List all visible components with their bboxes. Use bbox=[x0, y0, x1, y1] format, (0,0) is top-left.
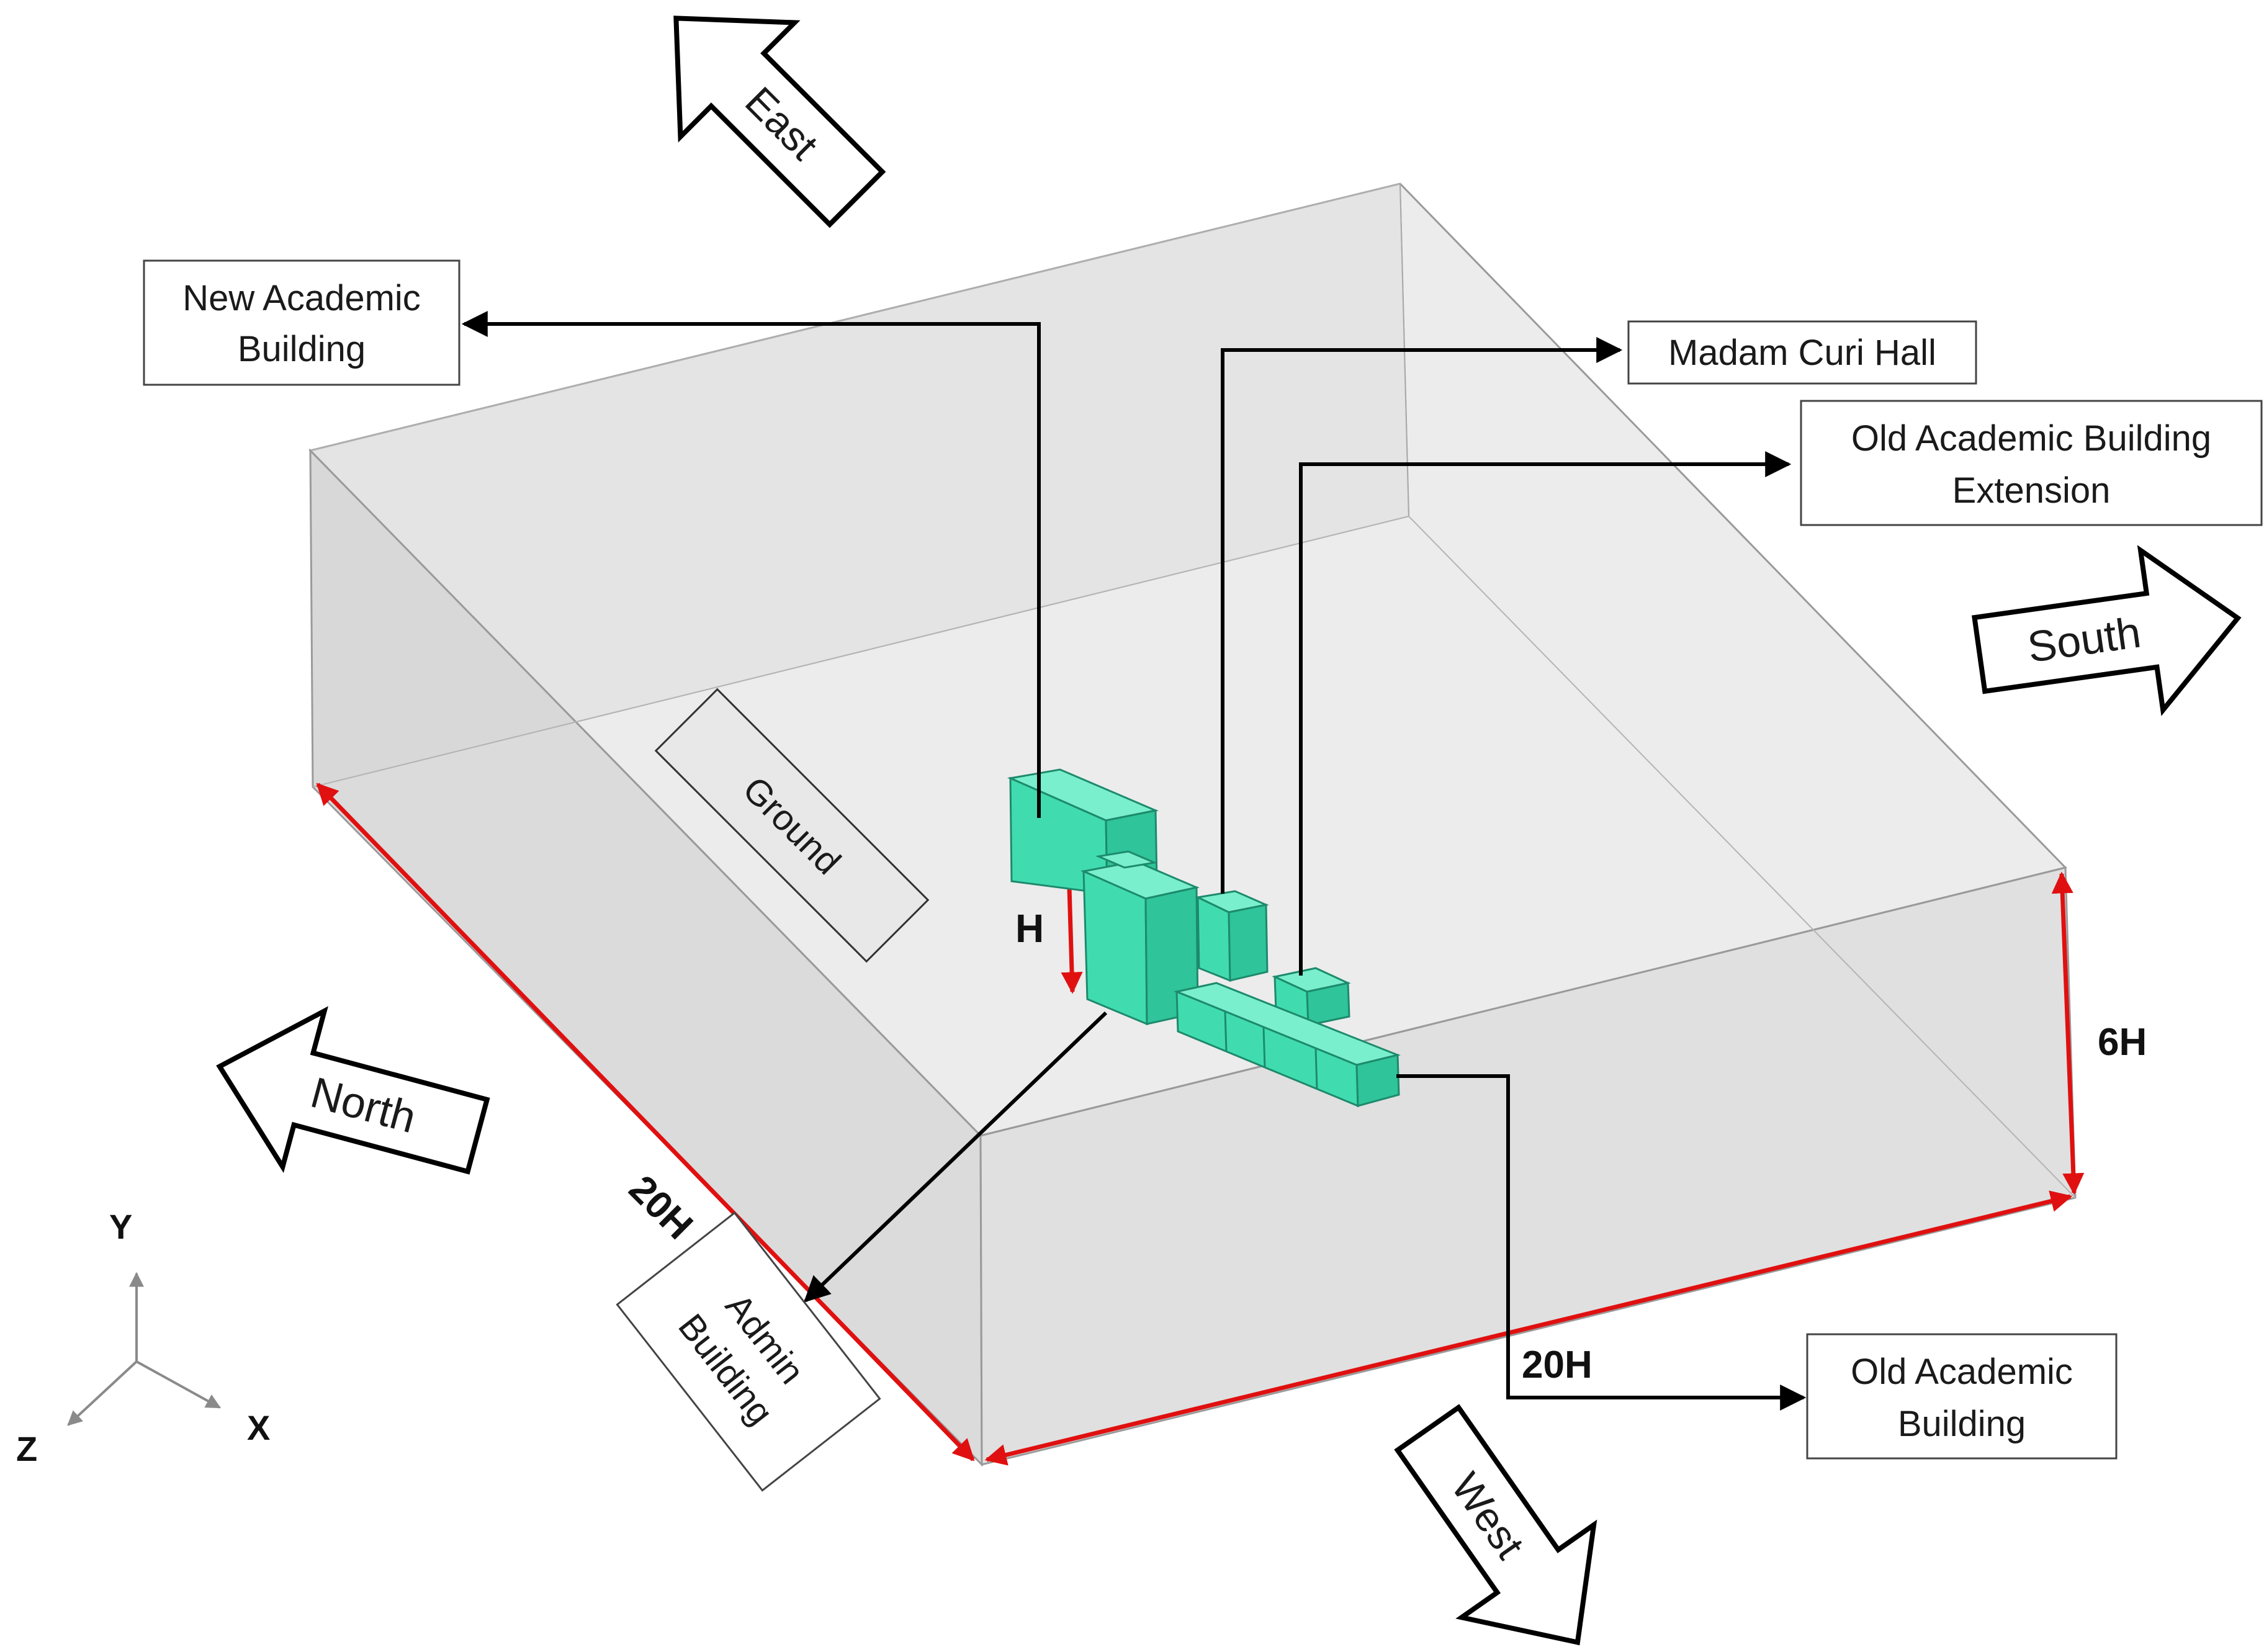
dim-20h-right-line bbox=[984, 1190, 2073, 1466]
dim-20h-right-label: 20H bbox=[1522, 1344, 1592, 1386]
label-old-ext: Old Academic Building Extension bbox=[1800, 400, 2263, 526]
label-box-madam-curi bbox=[1627, 320, 1977, 385]
label-ground: Ground bbox=[654, 688, 930, 963]
axis-y-label: Y bbox=[109, 1207, 132, 1246]
label-box-admin bbox=[616, 1211, 881, 1492]
old-academic-side bbox=[1355, 1054, 1400, 1107]
axis-z-label: Z bbox=[16, 1429, 37, 1468]
box-hidden-edge-3 bbox=[312, 516, 1409, 788]
label-old-academic-line1: Old Academic bbox=[1851, 1352, 2073, 1392]
leader-lines bbox=[461, 311, 1807, 1411]
arrow-north-shape bbox=[216, 1006, 490, 1175]
leader-old-ext bbox=[1299, 451, 1792, 976]
admin-tower-roof-detail bbox=[1095, 850, 1158, 869]
old-ext-side bbox=[1306, 982, 1350, 1026]
box-hidden-edge-2 bbox=[1408, 516, 2076, 1198]
leader-madam-curi bbox=[1221, 337, 1623, 894]
label-new-academic: New Academic Building bbox=[143, 259, 460, 386]
leader-old-academic bbox=[1396, 1074, 1807, 1411]
arrow-east: East bbox=[673, 16, 886, 228]
label-box-new-academic bbox=[143, 259, 460, 386]
label-old-ext-line2: Extension bbox=[1952, 470, 2111, 511]
dim-6h-line bbox=[2051, 871, 2085, 1195]
arrow-west-shape bbox=[1394, 1404, 1597, 1646]
madam-curi-side bbox=[1228, 904, 1269, 982]
label-old-ext-line1: Old Academic Building bbox=[1851, 418, 2211, 459]
label-old-academic: Old Academic Building bbox=[1806, 1333, 2118, 1460]
buildings-cluster bbox=[1007, 768, 1401, 1108]
old-academic-divider-1 bbox=[1224, 1011, 1228, 1052]
leader-admin bbox=[803, 1011, 1108, 1303]
arrow-south-shape bbox=[1971, 545, 2242, 716]
leader-new-academic bbox=[461, 311, 1041, 818]
label-box-old-ext bbox=[1800, 400, 2263, 526]
dim-h-label: H bbox=[1015, 906, 1044, 951]
dim-6h-label: 6H bbox=[2098, 1021, 2147, 1064]
label-old-academic-line2: Building bbox=[1898, 1404, 2026, 1444]
arrow-west: West bbox=[1394, 1404, 1597, 1646]
label-admin: Admin Building bbox=[616, 1211, 881, 1492]
dim-20h-left-label: 20H bbox=[621, 1167, 701, 1247]
axis-x-label: X bbox=[247, 1408, 270, 1447]
coordinate-triad bbox=[67, 1272, 222, 1426]
label-madam-curi: Madam Curi Hall bbox=[1627, 320, 1977, 385]
arrow-north: North bbox=[216, 1006, 490, 1175]
old-academic-divider-2 bbox=[1262, 1027, 1266, 1068]
label-box-old-academic bbox=[1806, 1333, 2118, 1460]
admin-tower-front bbox=[1082, 869, 1148, 1026]
old-academic-divider-3 bbox=[1314, 1048, 1318, 1089]
label-new-academic-line1: New Academic bbox=[182, 278, 421, 318]
madam-curi-front bbox=[1197, 896, 1231, 982]
arrow-east-shape bbox=[673, 16, 886, 228]
label-box-ground bbox=[654, 688, 930, 963]
label-new-academic-line2: Building bbox=[238, 329, 366, 369]
dim-20h-left-line bbox=[316, 783, 975, 1461]
axis-x-line bbox=[136, 1360, 222, 1409]
arrow-south: South bbox=[1971, 545, 2242, 716]
axis-z-line bbox=[67, 1360, 138, 1426]
label-madam-curi-text: Madam Curi Hall bbox=[1668, 333, 1936, 373]
